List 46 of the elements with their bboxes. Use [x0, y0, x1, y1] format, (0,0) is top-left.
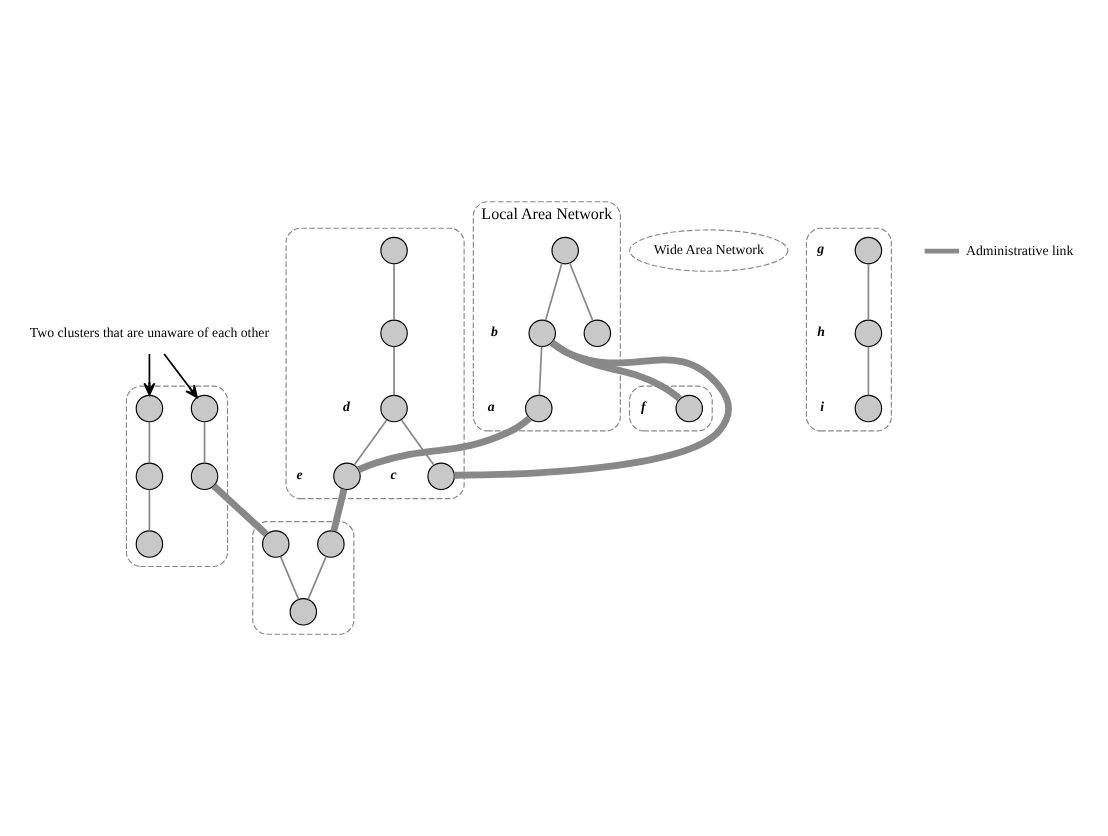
cluster [252, 521, 355, 635]
connector [148, 421, 151, 464]
connector [393, 263, 395, 321]
node-circle [317, 530, 345, 558]
connector [400, 419, 435, 466]
node-circle [135, 530, 164, 558]
node-circle [135, 394, 164, 423]
connector [538, 345, 543, 397]
node-circle [190, 394, 219, 423]
connector [568, 262, 594, 322]
connector [549, 339, 682, 402]
cluster [285, 227, 465, 500]
cluster [628, 385, 713, 432]
node-circle [854, 236, 883, 265]
connector [148, 488, 151, 532]
cluster [805, 227, 892, 432]
node-circle [675, 394, 704, 423]
connector [357, 415, 532, 473]
connector [544, 262, 563, 322]
arrow [163, 353, 198, 399]
node-circle [380, 236, 408, 265]
node-circle [190, 462, 219, 491]
node-circle [427, 462, 455, 491]
node-circle [380, 394, 408, 423]
connector [867, 263, 870, 321]
node-circle [333, 462, 361, 491]
node-circle [525, 394, 553, 423]
node-circle [289, 598, 318, 626]
node-circle [261, 530, 290, 558]
node-circle [135, 462, 164, 491]
node-circle [854, 394, 883, 423]
connector [307, 555, 327, 601]
node-circle [854, 319, 883, 348]
node-circle [551, 236, 579, 265]
node-circle [528, 319, 556, 348]
connector [211, 483, 269, 537]
connector [353, 419, 388, 466]
connector [330, 488, 348, 532]
connector [279, 555, 300, 601]
connector [203, 421, 206, 464]
node-circle [380, 319, 408, 348]
connector [393, 345, 395, 397]
connector [867, 345, 870, 397]
node-circle [583, 319, 612, 348]
connector [454, 339, 732, 479]
arrow [143, 353, 156, 396]
